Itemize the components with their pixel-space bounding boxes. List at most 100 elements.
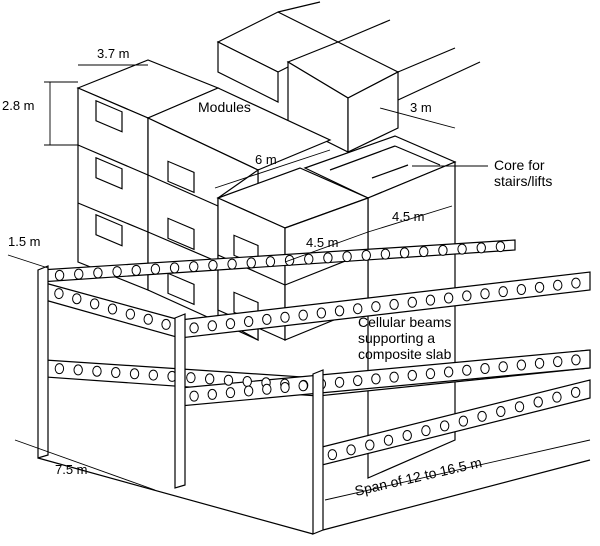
label-core-line2: stairs/lifts (494, 173, 552, 189)
beam-hole (407, 369, 417, 381)
beam-hole (225, 318, 236, 330)
beam-hole (534, 357, 545, 369)
beam-hole (438, 244, 448, 256)
beam-hole (353, 303, 363, 315)
beam-hole (243, 385, 254, 397)
beam-hole (371, 301, 381, 313)
dim-module-height: 2.8 m (2, 98, 35, 113)
beam-hole (516, 359, 527, 371)
label-core-line1: Core for (494, 157, 545, 173)
dim-frame-depth: 7.5 m (55, 462, 88, 477)
beam-hole (111, 367, 121, 378)
beam-hole (443, 366, 454, 378)
beam-hole (498, 361, 508, 373)
beam-hole (419, 246, 429, 258)
beam-hole (496, 406, 506, 418)
beam-hole (553, 356, 563, 368)
beam-hole (243, 316, 254, 328)
beam-hole (189, 261, 199, 273)
beam-hole (204, 373, 215, 385)
label-modules: Modules (198, 99, 251, 115)
beam-hole (323, 252, 333, 264)
beam-hole (342, 251, 352, 263)
beam-hole (93, 267, 103, 279)
dim-bay-2: 4.5 m (392, 209, 425, 224)
beam-hole (361, 249, 371, 261)
beam-hole (552, 391, 562, 403)
beam-hole (480, 363, 490, 374)
beam-hole (189, 390, 199, 402)
dim-bay-1: 4.5 m (306, 235, 339, 250)
beam-hole (334, 376, 345, 388)
core-stairs-lifts (303, 135, 457, 479)
beam-hole (462, 290, 472, 302)
beam-hole (425, 294, 436, 306)
beam-hole (334, 305, 345, 317)
beam-hole (242, 376, 252, 387)
module-column-left (76, 59, 220, 291)
beam-hole (316, 307, 327, 319)
beam-hole (380, 248, 391, 260)
dim-edge-offset: 1.5 m (8, 234, 41, 249)
beam-hole (143, 313, 153, 325)
beam-hole (480, 288, 490, 300)
beam-hole (457, 243, 467, 255)
beam-hole (131, 264, 141, 276)
beam-hole (189, 322, 199, 334)
beam-hole (112, 266, 122, 278)
beam-hole (89, 298, 100, 310)
beam-hole (553, 279, 563, 291)
beam-hole (262, 383, 272, 395)
beam-hole (389, 298, 399, 310)
beam-hole (265, 256, 276, 268)
beam-hole (571, 277, 581, 289)
dim-module-width: 3.7 m (97, 46, 130, 61)
beam-hole (407, 296, 417, 308)
beam-hole (353, 375, 363, 387)
dim-core-width: 3 m (410, 100, 432, 115)
beam-hole (498, 286, 508, 298)
beam-hole (262, 313, 272, 325)
beam-hole (495, 241, 506, 253)
beam-hole (107, 303, 118, 315)
beam-hole (304, 253, 314, 265)
beam-hole (298, 380, 308, 392)
label-beams-line1: Cellular beams (358, 314, 451, 330)
label-beams-line3: composite slab (358, 346, 452, 362)
beam-hole (125, 308, 136, 320)
beam-hole (208, 259, 218, 271)
beam-hole (227, 258, 237, 270)
beam-hole (74, 268, 84, 280)
beam-hole (72, 293, 82, 305)
beam-hole (346, 444, 356, 456)
beam-hole (476, 242, 486, 254)
beam-hole (425, 368, 436, 380)
beam-hole (516, 283, 527, 295)
beam-hole (223, 374, 234, 386)
beam-hole (246, 257, 256, 269)
beam-hole (514, 401, 525, 413)
label-beams-line2: supporting a (358, 330, 435, 346)
beam-hole (462, 364, 472, 376)
dim-module-length: 6 m (255, 152, 277, 167)
beam-hole (207, 388, 217, 400)
beam-hole (383, 434, 394, 446)
beam-hole (280, 382, 290, 393)
beam-hole (402, 429, 412, 441)
beam-hole (371, 373, 381, 385)
beam-holes (54, 241, 581, 461)
beam-hole (298, 309, 308, 321)
beam-hole (161, 318, 171, 330)
beam-hole (399, 247, 410, 259)
beam-hole (54, 269, 65, 281)
beam-hole (54, 363, 65, 375)
beam-hole (129, 368, 140, 380)
beam-hole (458, 415, 469, 427)
beam-hole (54, 288, 64, 300)
beam-hole (365, 439, 375, 451)
beam-hole (148, 369, 159, 381)
beam-hole (327, 449, 338, 461)
beam-hole (533, 396, 543, 408)
